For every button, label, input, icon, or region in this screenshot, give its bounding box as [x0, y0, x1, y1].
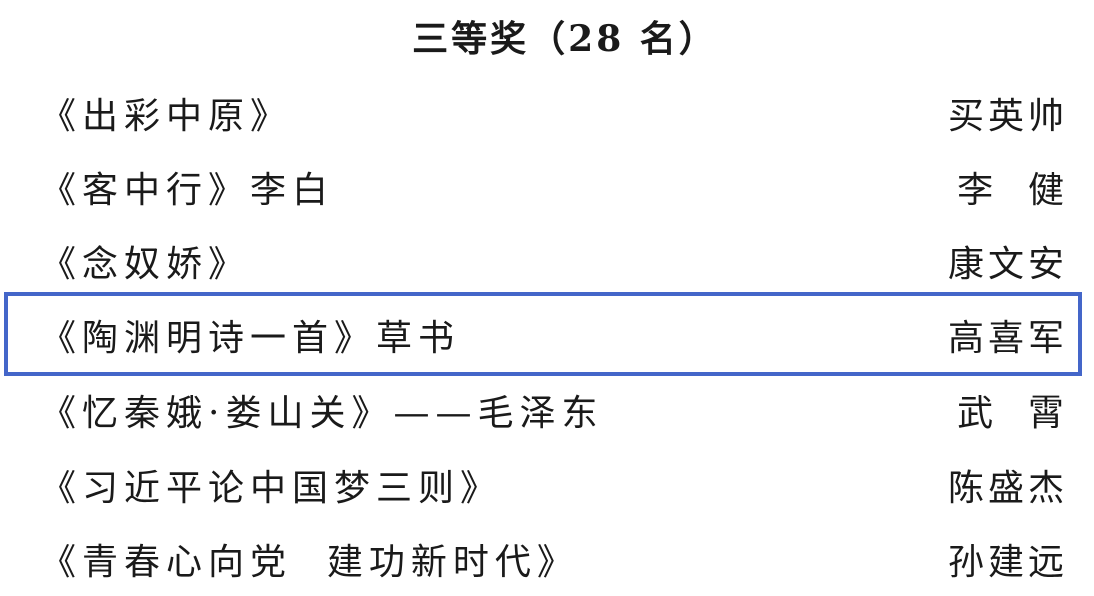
award-entry-row: 《习近平论中国梦三则》 陈盛杰	[40, 455, 1064, 515]
entry-author: 李 健	[957, 170, 1068, 211]
award-entry-row-highlighted[interactable]: 《陶渊明诗一首》草书 高喜军	[40, 305, 1064, 365]
entry-title: 《青春心向党 建功新时代》	[40, 542, 579, 583]
award-entry-row: 《出彩中原》 买英帅	[40, 83, 1064, 143]
award-section-heading: 三等奖（28 名）	[412, 18, 718, 60]
entry-author: 买英帅	[947, 96, 1068, 137]
entry-author: 高喜军	[947, 318, 1068, 359]
entry-title: 《出彩中原》	[40, 96, 293, 137]
award-entry-row: 《客中行》李白 李 健	[40, 157, 1064, 217]
award-entry-row: 《青春心向党 建功新时代》 孙建远	[40, 529, 1064, 589]
award-entry-row: 《忆秦娥·娄山关》——毛泽东 武 霄	[40, 380, 1064, 440]
entry-title: 《习近平论中国梦三则》	[40, 468, 503, 509]
entry-author: 孙建远	[947, 542, 1068, 583]
highlight-box	[4, 292, 1082, 376]
entry-title: 《念奴娇》	[40, 244, 251, 285]
entry-title: 《客中行》李白	[40, 170, 335, 211]
entry-title: 《忆秦娥·娄山关》——毛泽东	[40, 393, 604, 434]
entry-author: 陈盛杰	[947, 468, 1068, 509]
entry-author: 武 霄	[957, 393, 1068, 434]
entry-author: 康文安	[947, 244, 1068, 285]
award-entry-row: 《念奴娇》 康文安	[40, 231, 1064, 291]
entry-title: 《陶渊明诗一首》草书	[40, 318, 461, 359]
